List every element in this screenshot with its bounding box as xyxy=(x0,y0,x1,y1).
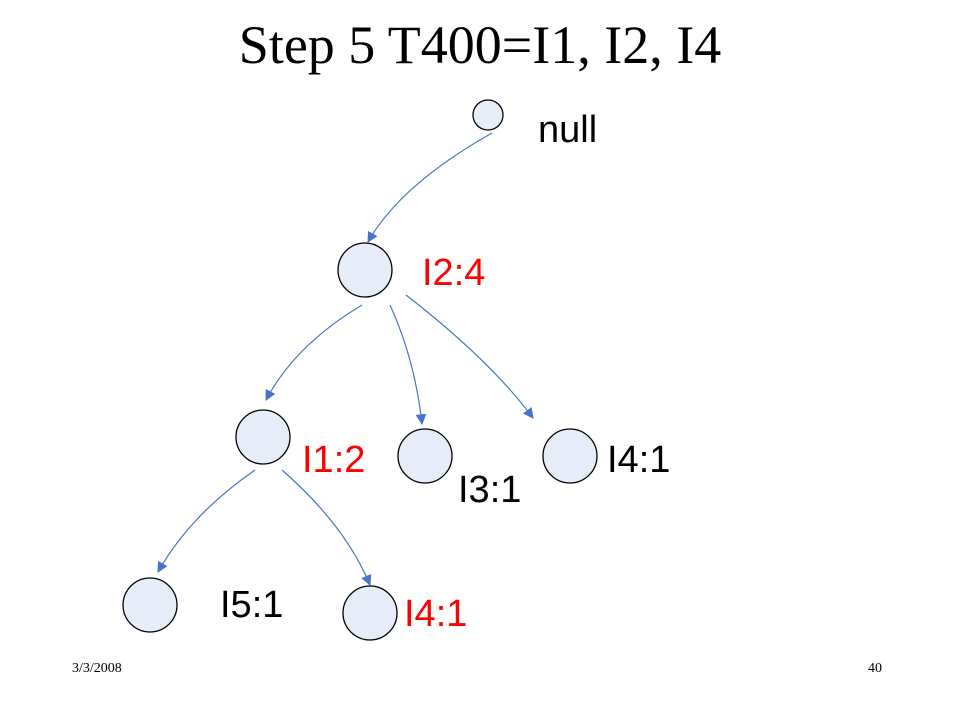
tree-node-i4b xyxy=(342,585,398,641)
edge-i2-to-i1 xyxy=(265,304,363,401)
tree-node-i4a xyxy=(542,428,598,484)
tree-node-i3 xyxy=(397,428,453,484)
node-label-i5: I5:1 xyxy=(220,584,283,626)
node-label-i2: I2:4 xyxy=(422,252,485,294)
slide-number: 40 xyxy=(868,661,882,676)
tree-node-i1 xyxy=(235,409,291,465)
edge-i2-to-i3 xyxy=(389,304,427,426)
tree-node-i5 xyxy=(122,577,178,633)
node-label-i1: I1:2 xyxy=(302,439,365,481)
node-label-i3: I3:1 xyxy=(458,469,521,511)
edge-i1-to-i4b xyxy=(281,469,372,586)
tree-node-root xyxy=(472,99,504,131)
slide-title: Step 5 T400=I1, I2, I4 xyxy=(238,15,722,75)
node-label-i4a: I4:1 xyxy=(607,439,670,481)
node-label-root: null xyxy=(538,109,597,151)
tree-node-i2 xyxy=(337,242,393,298)
node-label-i4b: I4:1 xyxy=(404,593,467,635)
edge-root-to-i2 xyxy=(367,132,493,243)
footer-date: 3/3/2008 xyxy=(72,661,122,676)
edge-i2-to-i4a xyxy=(405,294,534,419)
edge-i1-to-i5 xyxy=(157,469,256,573)
